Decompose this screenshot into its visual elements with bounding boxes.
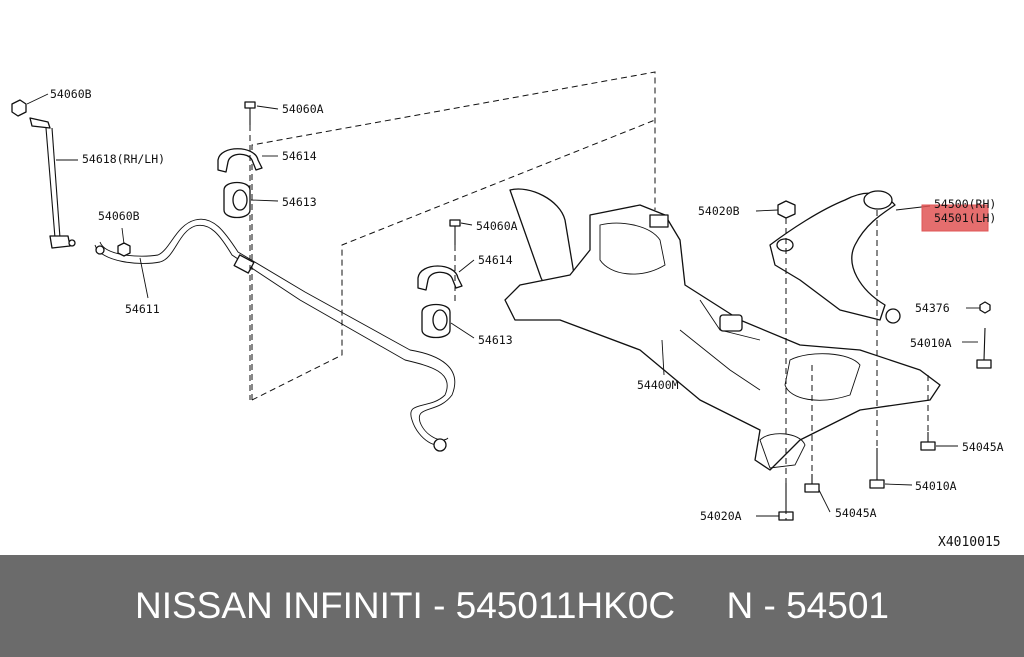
part-number-banner: NISSAN INFINITI - 545011HK0C N - 54501 bbox=[0, 555, 1024, 657]
label-54060b-mid: 54060B bbox=[98, 209, 140, 223]
label-54376: 54376 bbox=[915, 301, 950, 315]
label-54614-1: 54614 bbox=[282, 149, 317, 163]
label-54010a-2: 54010A bbox=[915, 479, 957, 493]
bolt-54010a-1 bbox=[976, 327, 992, 369]
clamp-54614-1 bbox=[217, 148, 263, 173]
nut-54060b-top bbox=[11, 99, 27, 117]
label-54500: 54500(RH) bbox=[934, 197, 996, 211]
label-54400m: 54400M bbox=[637, 378, 679, 392]
part-number-text: NISSAN INFINITI - 545011HK0C N - 54501 bbox=[135, 585, 889, 626]
label-54045a-2: 54045A bbox=[835, 506, 877, 520]
label-54020b: 54020B bbox=[698, 204, 740, 218]
nut-54020b bbox=[777, 200, 796, 219]
lower-control-arm-54501 bbox=[769, 190, 901, 324]
label-54613-1: 54613 bbox=[282, 195, 317, 209]
front-subframe-54400m bbox=[504, 188, 941, 471]
diagram-reference-code: X4010015 bbox=[938, 535, 1001, 550]
label-54045a-1: 54045A bbox=[962, 440, 1004, 454]
bolt-54060a-2 bbox=[449, 219, 461, 245]
label-54060b-top: 54060B bbox=[50, 87, 92, 101]
label-54611: 54611 bbox=[125, 302, 160, 316]
nut-54060b-mid bbox=[117, 242, 131, 257]
label-54060a-2: 54060A bbox=[476, 219, 518, 233]
nut-54376 bbox=[979, 301, 991, 314]
label-54614-2: 54614 bbox=[478, 253, 513, 267]
exploded-view-frame-inner bbox=[251, 119, 656, 401]
parts-diagram: 54060B 54618(RH/LH) 54060B 54611 54060A … bbox=[11, 71, 1004, 550]
label-54501: 54501(LH) bbox=[934, 211, 996, 225]
bolt-54045a-1 bbox=[920, 432, 936, 451]
clamp-54614-2 bbox=[417, 265, 463, 291]
stabilizer-link-54618 bbox=[12, 102, 76, 249]
label-54020a: 54020A bbox=[700, 509, 742, 523]
label-54010a-1: 54010A bbox=[910, 336, 952, 350]
label-54613-2: 54613 bbox=[478, 333, 513, 347]
bolt-54060a-1 bbox=[244, 101, 256, 125]
parts-diagram-svg: 54060B 54618(RH/LH) 54060B 54611 54060A … bbox=[11, 71, 1004, 550]
leader-lines bbox=[26, 93, 980, 517]
bushing-54613-2 bbox=[421, 303, 451, 339]
label-54060a-1: 54060A bbox=[282, 102, 324, 116]
highlight-box bbox=[921, 204, 989, 232]
label-54618: 54618(RH/LH) bbox=[82, 152, 165, 166]
stabilizer-bar-54611 bbox=[94, 218, 456, 452]
bushing-54613-1 bbox=[223, 181, 251, 219]
exploded-view-frame bbox=[251, 71, 656, 400]
